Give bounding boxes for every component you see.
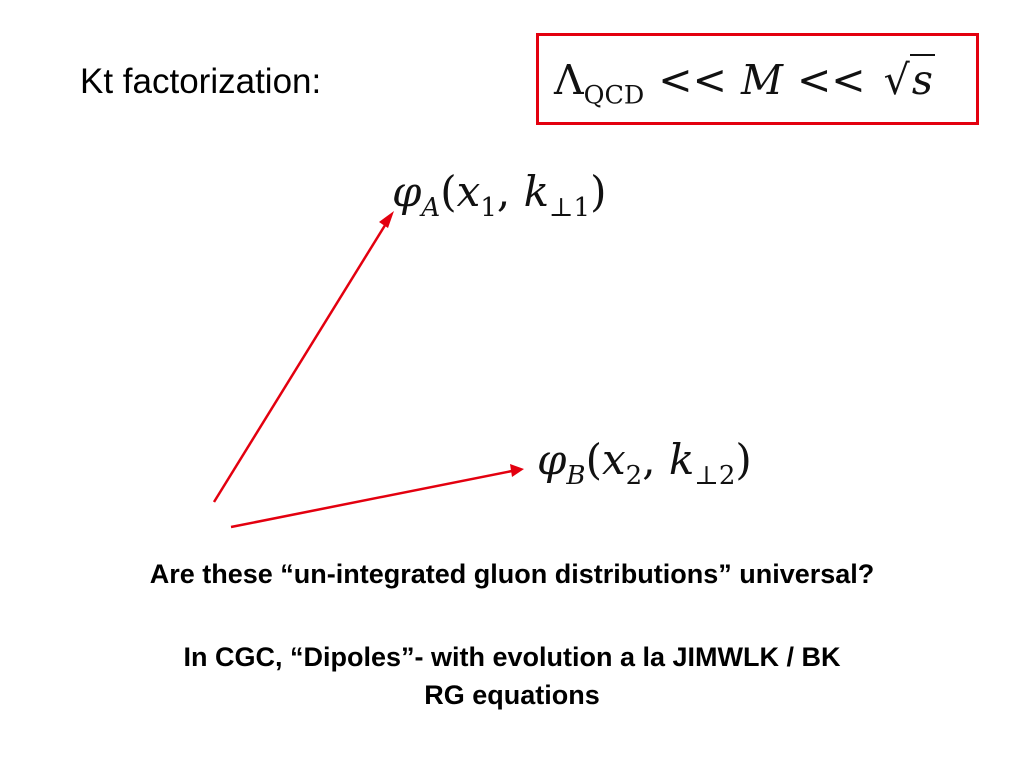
universality-question: Are these “un-integrated gluon distribut… (149, 559, 875, 589)
phi-b-comma: , (642, 435, 656, 484)
phi-a-subscript: A (421, 192, 441, 223)
phi-a-k-subscript: ⊥1 (549, 192, 591, 223)
arrow-to-phi-b (230, 464, 524, 529)
phi-b-symbol: φ (537, 435, 567, 484)
much-less-than-1: << (658, 56, 727, 104)
cgc-statement: In CGC, “Dipoles”- with evolution a la J… (0, 638, 1024, 714)
s-symbol: s (909, 54, 935, 104)
phi-a-formula: φA(x1, k⊥1) (392, 162, 606, 222)
much-less-than-2: << (796, 56, 866, 104)
phi-b-x: x (601, 435, 626, 484)
lambda-symbol: Λ (554, 56, 584, 104)
cgc-line-1: In CGC, “Dipoles”- with evolution a la J… (183, 642, 841, 672)
phi-a-k: k (523, 167, 550, 216)
slide-title: Kt factorization: (80, 62, 322, 101)
phi-a-x: x (456, 167, 481, 216)
sqrt-s: √s (880, 52, 935, 108)
arrow-b-shaft (230, 469, 513, 529)
condition-box (536, 33, 979, 125)
scale-condition-formula: ΛQCD << M << √s (554, 52, 935, 108)
phi-b-k-subscript: ⊥2 (694, 460, 736, 491)
phi-a-x-subscript: 1 (480, 192, 497, 223)
arrow-a-shaft (212, 221, 389, 503)
phi-a-symbol: φ (392, 167, 422, 216)
sqrt-symbol: √ (883, 56, 910, 104)
cgc-line-2: RG equations (424, 680, 600, 710)
phi-a-open-paren: ( (440, 167, 457, 216)
phi-a-comma: , (496, 167, 511, 216)
arrow-to-phi-a (212, 211, 394, 503)
arrow-b-head (510, 464, 524, 477)
phi-b-subscript: B (566, 460, 586, 491)
phi-a-close-paren: ) (590, 167, 607, 216)
phi-b-open-paren: ( (585, 435, 602, 484)
m-symbol: M (740, 56, 783, 104)
phi-b-formula: φB(x2, k⊥2) (537, 430, 752, 490)
phi-b-x-subscript: 2 (625, 460, 643, 491)
phi-b-close-paren: ) (735, 435, 752, 484)
lambda-subscript: QCD (583, 79, 645, 110)
phi-b-k: k (668, 435, 695, 484)
